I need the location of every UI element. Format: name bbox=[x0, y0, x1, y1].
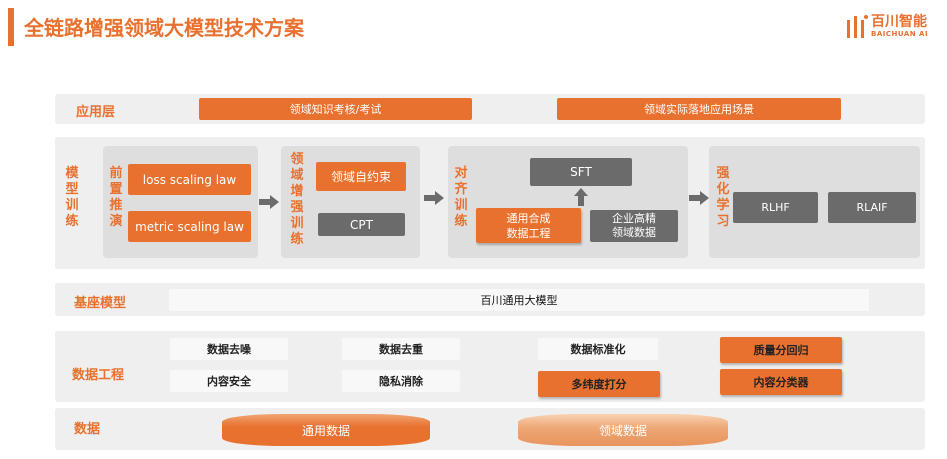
logo-text-cn: 百川智能 bbox=[871, 14, 927, 30]
rlaif-box: RLAIF bbox=[828, 192, 916, 223]
data-engineering-label: 数据工程 bbox=[72, 368, 125, 383]
metric-scaling-law-box: metric scaling law bbox=[128, 211, 251, 242]
arrow-right-icon bbox=[689, 191, 709, 205]
rlhf-box: RLHF bbox=[733, 192, 818, 223]
logo-text-en: BAICHUAN AI bbox=[871, 30, 929, 38]
baichuan-logo-icon bbox=[847, 15, 868, 38]
privacy-removal-box: 隐私消除 bbox=[342, 370, 460, 392]
data-row bbox=[55, 408, 925, 450]
cpt-box: CPT bbox=[318, 213, 405, 236]
alignment-training-label: 对齐 训练 bbox=[454, 166, 468, 229]
rl-label: 强化 学习 bbox=[716, 166, 730, 229]
arrow-up-icon bbox=[574, 188, 588, 206]
model-training-label: 模型 训练 bbox=[65, 166, 79, 229]
multi-dim-scoring-box: 多纬度打分 bbox=[538, 371, 660, 397]
base-model-label: 基座模型 bbox=[74, 296, 127, 311]
content-classifier-box: 内容分类器 bbox=[720, 369, 842, 395]
arrow-right-icon bbox=[424, 191, 444, 205]
domain-data-cylinder: 领域数据 bbox=[518, 414, 728, 446]
denoise-box: 数据去噪 bbox=[170, 338, 288, 360]
content-safety-box: 内容安全 bbox=[170, 370, 288, 392]
pre-deduction-label: 前置 推演 bbox=[109, 166, 123, 229]
dedup-box: 数据去重 bbox=[342, 338, 460, 360]
standardization-box: 数据标准化 bbox=[538, 338, 658, 360]
general-synthetic-data-box: 通用合成数据工程 bbox=[476, 208, 581, 243]
app-layer-label: 应用层 bbox=[76, 105, 116, 120]
domain-self-constraint-box: 领域自约束 bbox=[316, 162, 406, 191]
arrow-right-icon bbox=[259, 195, 279, 209]
baichuan-general-model-box: 百川通用大模型 bbox=[169, 289, 869, 311]
data-label: 数据 bbox=[74, 422, 101, 437]
enterprise-domain-data-box: 企业高精领域数据 bbox=[590, 210, 678, 242]
app-item-scenario: 领域实际落地应用场景 bbox=[557, 98, 841, 120]
sft-box: SFT bbox=[530, 158, 632, 186]
quality-regression-box: 质量分回归 bbox=[720, 337, 842, 363]
general-data-cylinder: 通用数据 bbox=[222, 414, 430, 446]
domain-training-label: 领域 增强 训练 bbox=[290, 152, 304, 247]
app-item-exam: 领域知识考核/考试 bbox=[199, 98, 472, 120]
loss-scaling-law-box: loss scaling law bbox=[128, 164, 251, 195]
page-title: 全链路增强领域大模型技术方案 bbox=[24, 16, 304, 40]
title-accent-bar bbox=[8, 8, 14, 46]
